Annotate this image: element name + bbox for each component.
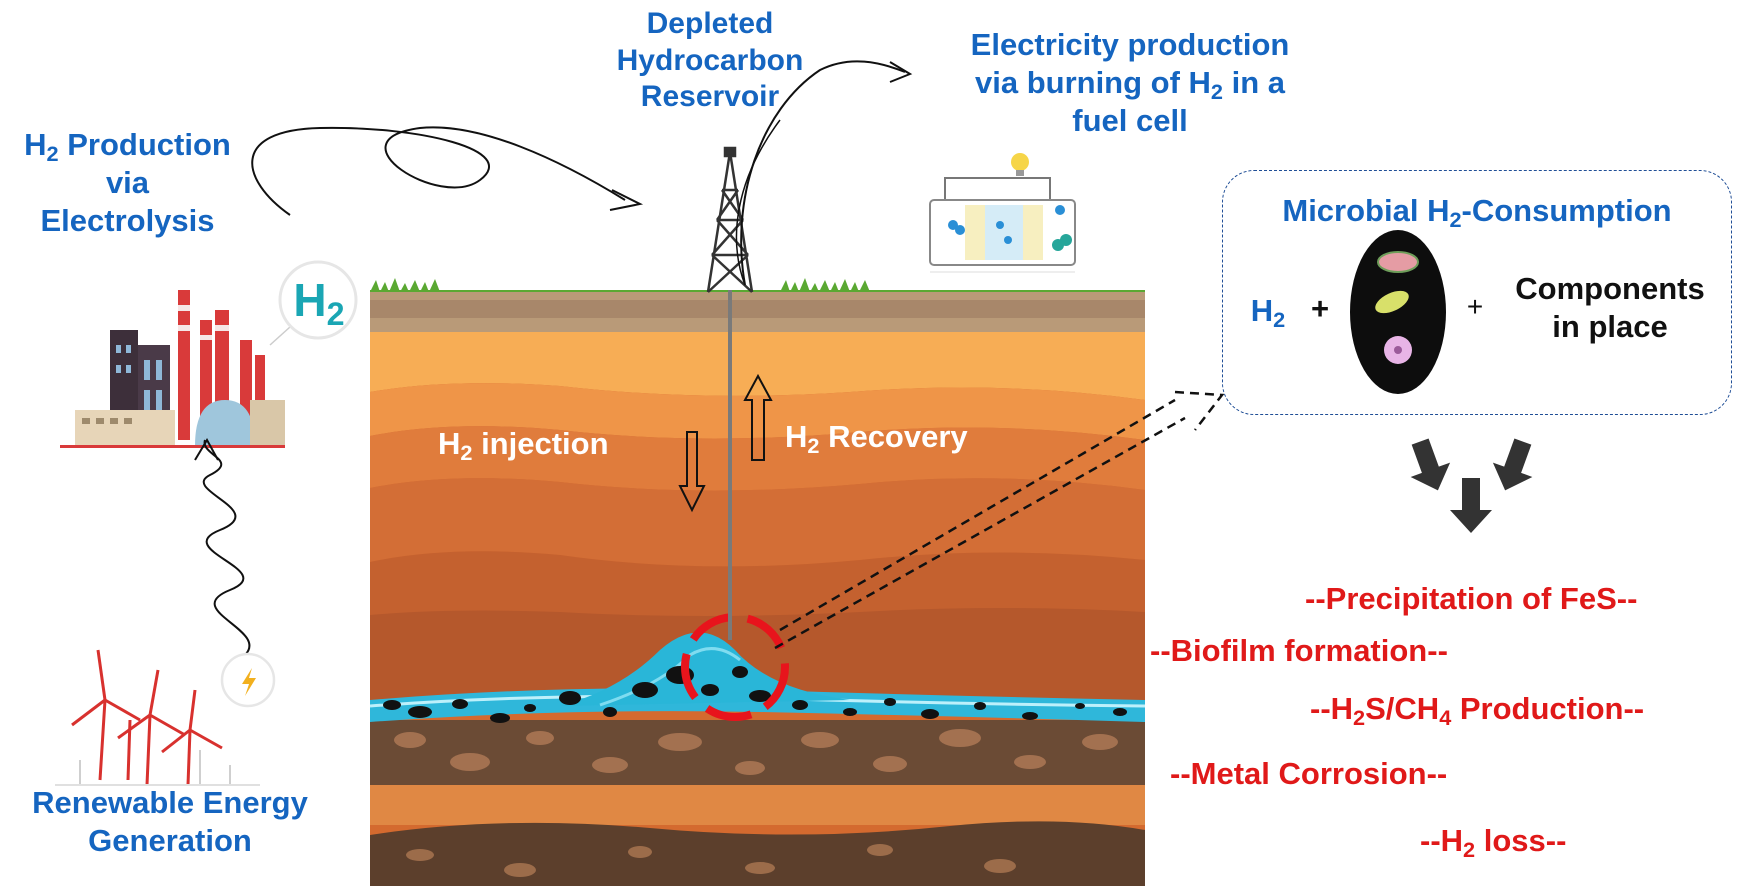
- highlight-ring: [681, 613, 789, 721]
- microbes-illustration: [1350, 230, 1446, 394]
- flow-arrow-to-fuel-cell: [740, 60, 906, 286]
- factory-icon: [60, 290, 285, 448]
- effect-fes-precipitation: --Precipitation of FeS--: [1305, 581, 1638, 616]
- injection-arrow: [678, 431, 706, 513]
- effect-biofilm-formation: --Biofilm formation--: [1150, 633, 1448, 668]
- effect-h2s-ch4-production: --H2S/CH4 Production--: [1310, 691, 1645, 731]
- effect-h2-loss: --H2 loss--: [1420, 823, 1567, 863]
- label-renewable-energy: Renewable Energy Generation: [32, 785, 308, 858]
- flow-arrow-to-reservoir: [251, 126, 626, 216]
- fuel-cell-icon: [929, 153, 1076, 273]
- label-microbial-h2: H2: [1250, 293, 1286, 333]
- light-bulb-icon: [1011, 153, 1029, 171]
- effect-metal-corrosion: --Metal Corrosion--: [1170, 756, 1448, 791]
- label-h2-production: H2 Production via Electrolysis: [24, 127, 231, 238]
- microbial-consumption-box: [1222, 170, 1732, 415]
- label-depleted-reservoir: Depleted Hydrocarbon Reservoir: [616, 7, 804, 114]
- oil-derrick-icon: [706, 146, 754, 293]
- wind-turbines-icon: [55, 649, 260, 786]
- ground-cross-section: [370, 290, 1145, 886]
- label-microbial-consumption: Microbial H2-Consumption: [1282, 193, 1672, 233]
- h2-badge: [278, 260, 358, 340]
- h2-badge-label: H2: [293, 274, 345, 333]
- label-components-in-place: Components in place: [1515, 271, 1705, 344]
- label-electricity-production: Electricity production via burning of H2…: [970, 27, 1290, 138]
- plus-sign-1: +: [1310, 291, 1330, 326]
- label-h2-injection: H2 injection: [438, 426, 609, 466]
- recovery-arrow: [743, 373, 773, 461]
- energy-flow-arrow: [202, 439, 251, 656]
- label-h2-recovery: H2 Recovery: [785, 419, 968, 459]
- dashed-arrow-to-microbial: [774, 398, 1186, 650]
- plus-sign-2: +: [1466, 291, 1484, 322]
- chevron-down-arrows-icon: [1410, 438, 1533, 533]
- lightning-icon: [242, 668, 256, 696]
